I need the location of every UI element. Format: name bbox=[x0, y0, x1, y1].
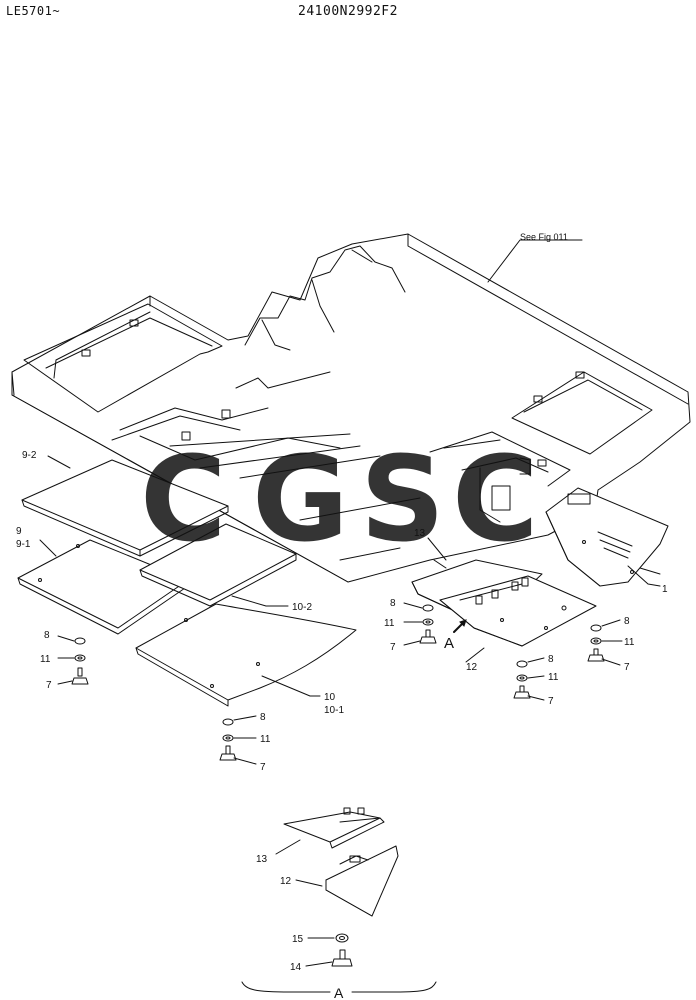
label-part-9: 9 bbox=[16, 526, 22, 537]
label-detail-14: 14 bbox=[290, 962, 302, 973]
drawing-number: 24100N2992F2 bbox=[298, 4, 398, 19]
fastener-stack-1 bbox=[587, 619, 623, 666]
leader-lines bbox=[39, 455, 661, 697]
label-detail-view: A bbox=[334, 985, 344, 1000]
detail-a-view bbox=[241, 807, 437, 993]
label-part-7-left: 7 bbox=[46, 680, 52, 691]
label-part-7-center: 7 bbox=[260, 762, 266, 773]
view-a-arrow bbox=[453, 619, 467, 633]
label-part-7-12: 7 bbox=[548, 696, 554, 707]
main-frame-body bbox=[11, 233, 691, 583]
label-view-a-arrow: A bbox=[444, 635, 454, 652]
label-detail-13: 13 bbox=[256, 854, 268, 865]
label-part-7-1: 7 bbox=[624, 662, 630, 673]
serial-range: LE5701~ bbox=[6, 4, 61, 18]
label-part-7-13: 7 bbox=[390, 642, 396, 653]
fastener-stack-12 bbox=[513, 657, 545, 701]
label-part-9-1: 9-1 bbox=[16, 539, 31, 550]
label-part-13: 13 bbox=[414, 528, 426, 539]
label-part-12: 12 bbox=[466, 662, 478, 673]
part-1-cover bbox=[545, 487, 669, 587]
label-part-10: 10 bbox=[324, 692, 336, 703]
callout-labels: See Fig 011 1 9-2 9 9-1 10-2 10 10-1 12 … bbox=[16, 232, 668, 1000]
label-part-11-13: 11 bbox=[384, 618, 395, 629]
label-part-8-12: 8 bbox=[548, 654, 554, 665]
cgsc-watermark: C G S C bbox=[140, 430, 539, 568]
label-part-10-1: 10-1 bbox=[324, 705, 344, 716]
label-detail-15: 15 bbox=[292, 934, 304, 945]
label-part-9-2: 9-2 bbox=[22, 450, 37, 461]
label-detail-12: 12 bbox=[280, 876, 292, 887]
fastener-stack-13 bbox=[403, 602, 437, 646]
watermark-letter-g: G bbox=[252, 430, 349, 568]
fastener-stack-center bbox=[219, 715, 257, 765]
watermark-letter-c1: C bbox=[140, 430, 227, 568]
label-see-fig: See Fig 011 bbox=[520, 232, 568, 242]
part-12-plate bbox=[439, 575, 597, 647]
label-part-8-1: 8 bbox=[624, 616, 630, 627]
watermark-letter-s: S bbox=[360, 430, 445, 568]
label-part-11-center: 11 bbox=[260, 734, 271, 745]
label-part-10-2: 10-2 bbox=[292, 602, 312, 613]
part-10-2-panel bbox=[139, 523, 297, 607]
label-part-11-left: 11 bbox=[40, 654, 51, 665]
label-part-11-12: 11 bbox=[548, 672, 559, 683]
label-part-11-1: 11 bbox=[624, 637, 635, 648]
label-part-8-13: 8 bbox=[390, 598, 396, 609]
label-part-8-left: 8 bbox=[44, 630, 50, 641]
label-part-1: 1 bbox=[662, 584, 668, 595]
watermark-letter-c2: C bbox=[452, 430, 539, 568]
part-9-2-panel bbox=[21, 459, 229, 557]
label-part-8-center: 8 bbox=[260, 712, 266, 723]
fastener-stack-left bbox=[57, 635, 89, 685]
part-10-panel bbox=[135, 603, 357, 707]
